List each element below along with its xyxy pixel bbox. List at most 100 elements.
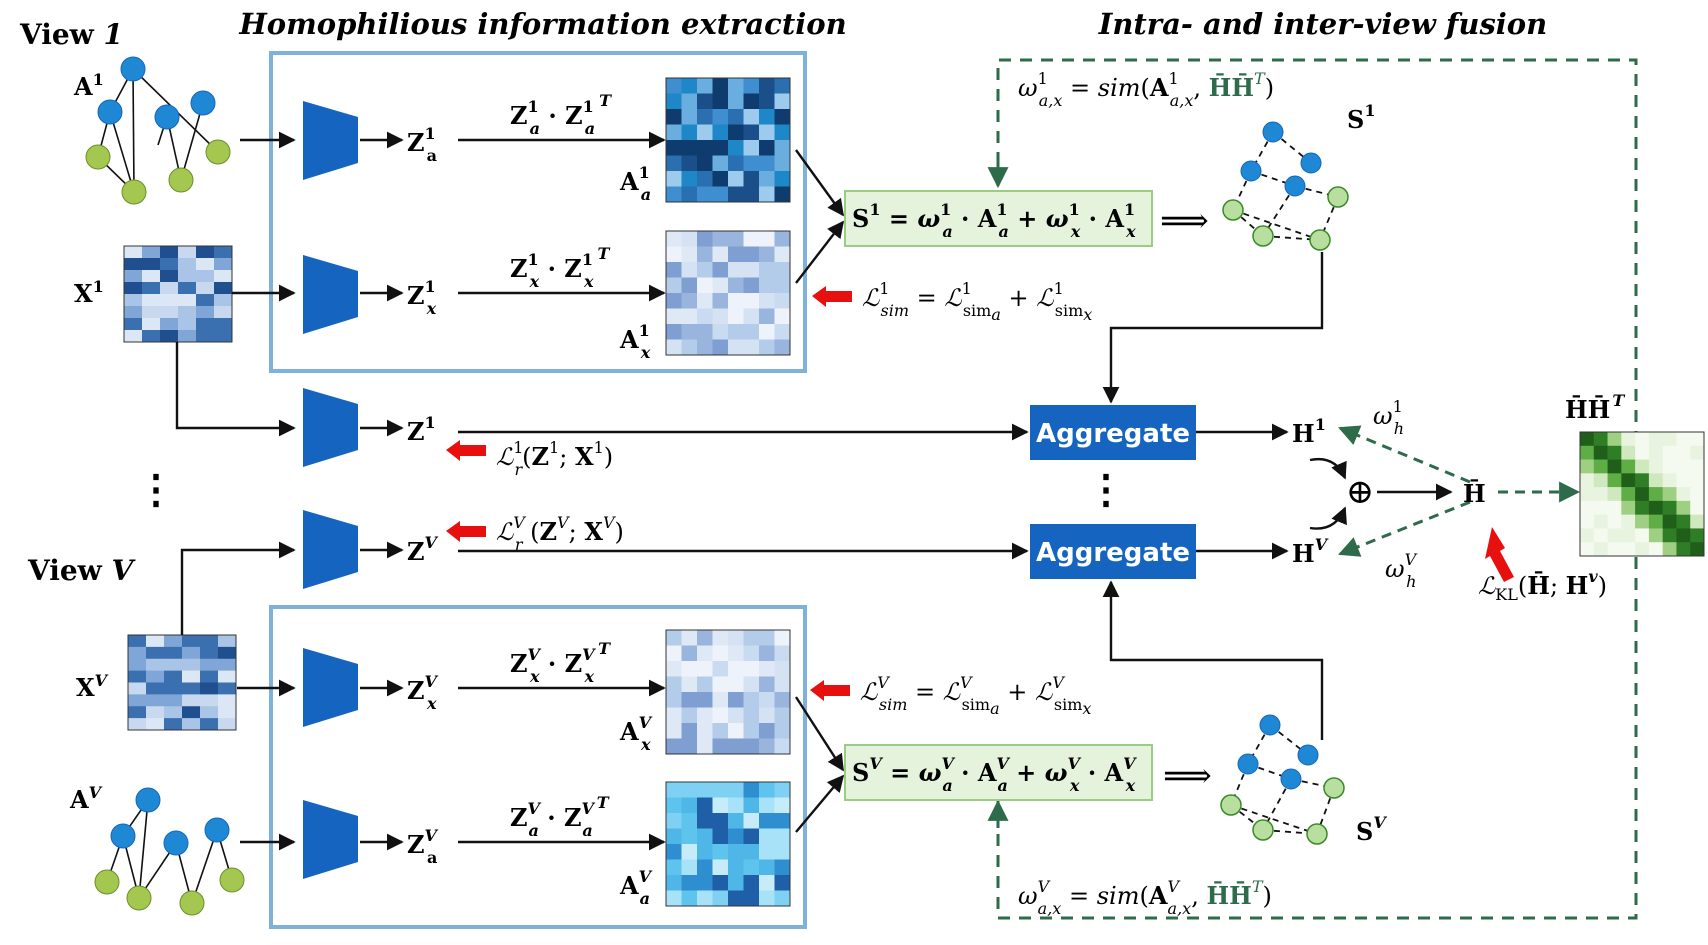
matrix-cell	[728, 308, 744, 325]
matrix-cell	[712, 630, 729, 646]
matrix-cell	[182, 670, 201, 683]
matrix-cell	[759, 828, 775, 845]
matrix-cell	[728, 844, 744, 860]
matrix-cell	[697, 661, 713, 677]
matrix-cell	[712, 676, 729, 693]
encoder-a1	[303, 101, 358, 180]
matrix-cell	[1648, 432, 1663, 447]
matrix-cell	[774, 661, 791, 677]
matrix-cell	[697, 828, 713, 845]
matrix-cell	[712, 782, 729, 798]
matrix-cell	[128, 635, 147, 648]
matrix-cell	[774, 813, 791, 829]
matrix-cell	[182, 694, 201, 707]
matrix-cell	[712, 813, 729, 829]
matrix-cell	[712, 844, 729, 860]
matrix-cell	[697, 630, 713, 646]
matrix-cell	[697, 140, 713, 156]
matrix-cell	[759, 124, 775, 141]
matrix-hh-t	[1579, 431, 1705, 557]
matrix-cell	[774, 339, 791, 356]
matrix-cell	[697, 277, 713, 294]
matrix-cell	[759, 875, 775, 891]
matrix-cell	[214, 258, 233, 271]
encoder-av	[303, 800, 358, 879]
encoders	[303, 101, 358, 879]
matrix-cell	[681, 308, 698, 325]
matrix-cell	[196, 318, 215, 331]
matrix-cell	[774, 645, 791, 662]
matrix-cell	[681, 78, 698, 94]
matrix-cell	[666, 109, 682, 125]
fusion-box-s1	[844, 190, 1153, 247]
matrix-cell	[759, 630, 775, 646]
matrix-cell	[200, 646, 219, 660]
matrix-cell	[712, 155, 729, 172]
matrix-cell	[712, 797, 729, 814]
matrix-cell	[1662, 528, 1677, 543]
matrix-cell	[142, 306, 161, 319]
matrix-cell	[759, 661, 775, 677]
matrix-cell	[697, 171, 713, 187]
loss-arrow-r-v	[446, 521, 486, 542]
matrix-cell	[200, 718, 219, 731]
matrix-cell	[743, 797, 760, 814]
matrix-cell	[124, 294, 143, 307]
matrix-cell	[182, 658, 201, 671]
matrix-cell	[1607, 542, 1622, 557]
matrix-cell	[164, 718, 183, 731]
matrix-cell	[712, 293, 729, 309]
matrix-cell	[1648, 487, 1663, 502]
matrix-cell	[666, 875, 682, 891]
matrix-cell	[1690, 542, 1705, 557]
matrix-cell	[774, 782, 791, 798]
matrix-cell	[1676, 514, 1691, 529]
matrix-cell	[666, 844, 682, 860]
matrix-cell	[178, 246, 197, 259]
matrix-cell	[1593, 473, 1608, 488]
matrix-cell	[142, 246, 161, 259]
matrix-cell	[728, 797, 744, 814]
matrix-cell	[142, 282, 161, 295]
matrix-cell	[774, 797, 791, 814]
matrix-cell	[200, 694, 219, 707]
matrix-cell	[697, 339, 713, 356]
matrix-cell	[681, 124, 698, 141]
matrix-cell	[759, 782, 775, 798]
matrix-cell	[681, 324, 698, 340]
matrix-cell	[1690, 473, 1705, 488]
matrix-cell	[1690, 487, 1705, 502]
matrix-cell	[666, 890, 682, 907]
matrix-cell	[1635, 445, 1650, 460]
matrix-cell	[774, 155, 791, 172]
matrix-cell	[1580, 473, 1595, 488]
matrix-cell	[759, 339, 775, 356]
matrix-cell	[146, 670, 165, 683]
matrix-cell	[666, 308, 682, 325]
ellipsis-left: ⋮	[136, 466, 176, 513]
matrix-cell	[759, 797, 775, 814]
matrix-cell	[160, 246, 179, 259]
matrix-cell	[1621, 432, 1636, 447]
matrix-cell	[743, 859, 760, 876]
matrix-cell	[196, 282, 215, 295]
label-a1: A1	[73, 70, 104, 101]
matrix-cell	[178, 294, 197, 307]
matrix-border	[665, 629, 791, 755]
matrix-cell	[666, 661, 682, 677]
matrix-cell	[1621, 459, 1636, 474]
matrix-cell	[759, 707, 775, 724]
matrix-cell	[164, 646, 183, 660]
matrix-cell	[728, 246, 744, 263]
matrix-cell	[759, 723, 775, 739]
matrix-cell	[681, 723, 698, 739]
